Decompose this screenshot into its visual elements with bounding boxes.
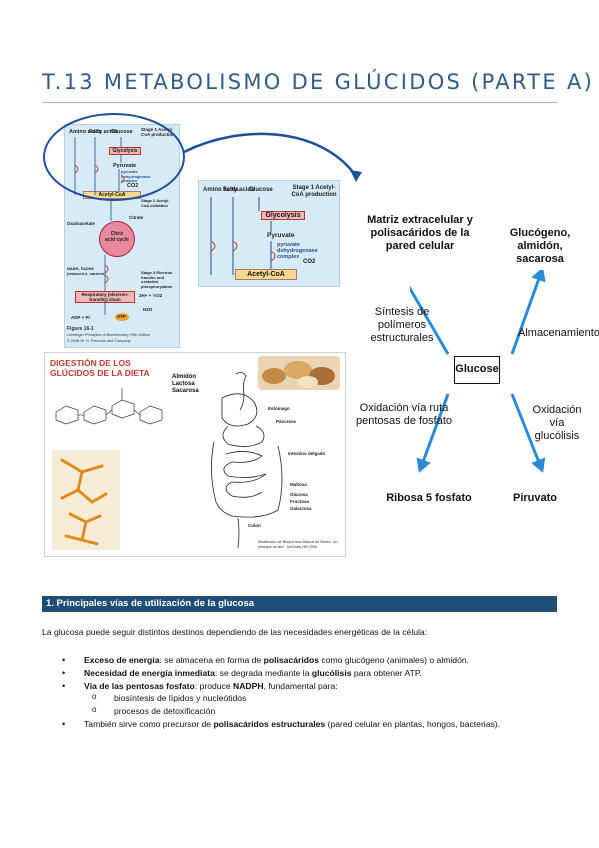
inset-label-amino-acids: Amino acids bbox=[203, 187, 239, 193]
figure-copyright: © 2008 W. H. Freeman and Company bbox=[67, 339, 131, 343]
fate-glycogen: Glucógeno, almidón, sacarosa bbox=[509, 227, 571, 265]
label-intestino: Intestino delgado bbox=[288, 451, 326, 456]
path-storage: Almacenamiento bbox=[518, 327, 599, 339]
list-item: Necesidad de energía inmediata: se degra… bbox=[62, 667, 542, 680]
figure-number: Figure 16-1 bbox=[67, 326, 94, 332]
atp-badge bbox=[115, 313, 129, 321]
label-estomago: Estómago bbox=[268, 406, 290, 411]
arrow-to-ribose-line bbox=[421, 393, 450, 463]
inset-label-pyruvate: Pyruvate bbox=[267, 232, 295, 239]
food-photo bbox=[258, 356, 340, 390]
label-respiratory-chain: Respiratory (electron-transfer) chain bbox=[75, 291, 135, 303]
glucose-node: Glucose bbox=[454, 356, 500, 384]
digestion-title-line2: GLÚCIDOS DE LA DIETA bbox=[50, 368, 150, 378]
label-stage3: Stage 3 Electron transfer and oxidative … bbox=[141, 270, 173, 289]
arrow-to-pyruvate-line bbox=[510, 393, 541, 463]
label-oxaloacetate: Oxaloacetate bbox=[67, 221, 96, 226]
inset-label-stage1: Stage 1 Acetyl-CoA production bbox=[291, 185, 337, 198]
path-pentose-phosphate: Oxidación vía ruta pentosas de fosfato bbox=[356, 402, 453, 427]
dietary-sugars-list: Almidón Lactosa Sacarosa bbox=[172, 374, 199, 395]
arrow-to-pyruvate-head bbox=[531, 457, 546, 473]
list-item: Vía de las pentosas fosfato: produce NAD… bbox=[62, 680, 542, 718]
label-pancreas: Páncreas bbox=[276, 419, 297, 424]
label-adp: ADP + Pi bbox=[71, 315, 90, 320]
inset-label-acetyl-coa: Acetyl-CoA bbox=[235, 269, 297, 280]
label-h2o: H2O bbox=[143, 307, 153, 312]
arrow-to-ribose-head bbox=[416, 457, 431, 473]
sublist-item: procesos de detoxificación bbox=[84, 704, 542, 718]
fate-extracellular-matrix: Matriz extracelular y polisacáridos de l… bbox=[367, 214, 473, 252]
digestion-credit: Modificado de Bioquímica Básica de Marks… bbox=[258, 540, 338, 549]
arrow-to-glycogen-line bbox=[510, 277, 541, 355]
arrow-to-glycogen-head bbox=[531, 270, 546, 283]
label-o2: 2H+ + ½O2 bbox=[139, 293, 163, 298]
list-item: También sirve como precursor de polisacá… bbox=[62, 718, 542, 731]
path-structural-synthesis: Síntesis de polímeros estructurales bbox=[370, 306, 434, 344]
digestion-title: DIGESTIÓN DE LOS GLÚCIDOS DE LA DIETA bbox=[50, 358, 150, 378]
label-glucosa: Glucosa bbox=[290, 492, 308, 497]
glucose-uses-list: Exceso de energía: se almacena en forma … bbox=[62, 654, 542, 731]
label-galactosa: Galactosa bbox=[290, 506, 312, 511]
label-atp: ATP bbox=[117, 314, 126, 319]
label-citric-acid-cycle: Citric acid cycle bbox=[105, 231, 129, 243]
glucose-fate-arrows bbox=[410, 270, 546, 473]
section-header-bar bbox=[42, 596, 557, 612]
figure-book: Lehninger Principles of Biochemistry, Fi… bbox=[67, 333, 151, 337]
inset-label-co2: CO2 bbox=[303, 259, 316, 265]
zoom-arrow bbox=[183, 132, 362, 182]
digestive-tract-drawing bbox=[211, 372, 283, 549]
sublist-item: biosíntesis de lípidos y nucleótidos bbox=[84, 691, 542, 705]
section-intro: La glucosa puede seguir distintos destin… bbox=[42, 627, 428, 637]
section-heading: 1. Principales vías de utilización de la… bbox=[46, 598, 255, 609]
sugar-lactosa: Lactosa bbox=[172, 381, 195, 387]
list-item: Exceso de energía: se almacena en forma … bbox=[62, 654, 542, 667]
label-stage2: Stage 2 Acetyl-CoA oxidation bbox=[141, 198, 170, 208]
inset-label-glycolysis: Glycolysis bbox=[261, 211, 305, 220]
inset-label-glucose: Glucose bbox=[249, 187, 273, 193]
label-colon: Colon bbox=[248, 523, 261, 528]
sugar-almidon: Almidón bbox=[172, 374, 196, 380]
arrow-to-matrix-line bbox=[410, 285, 450, 355]
inset-arrows bbox=[210, 197, 276, 275]
pentose-sublist: biosíntesis de lípidos y nucleótidos pro… bbox=[84, 691, 542, 718]
sugar-sacarosa: Sacarosa bbox=[172, 388, 199, 394]
fate-pyruvate: Piruvato bbox=[512, 492, 557, 504]
path-glycolysis: Oxidación vía glucólisis bbox=[532, 404, 582, 442]
stage1-enlarged-inset: Amino acids Fatty acids Glucose Stage 1 … bbox=[198, 180, 340, 287]
label-citrate: Citrate bbox=[129, 215, 144, 220]
fate-ribose: Ribosa 5 fosfato bbox=[386, 492, 472, 504]
label-nadh: NADH, FADH2 (reduced e- carriers) bbox=[67, 266, 106, 276]
label-fructosa: Fructosa bbox=[290, 499, 310, 504]
highlight-ellipse bbox=[43, 113, 185, 201]
title-divider bbox=[42, 102, 557, 103]
inset-label-pdh: pyruvate dehydrogenase complex bbox=[277, 242, 318, 260]
carbohydrate-structure-drawing bbox=[50, 382, 170, 448]
page-title: T.13 METABOLISMO DE GLÚCIDOS (PARTE A) bbox=[42, 70, 595, 94]
inset-label-fatty-acids: Fatty acids bbox=[223, 187, 255, 193]
digestion-title-line1: DIGESTIÓN DE LOS bbox=[50, 358, 131, 368]
label-maltosa: Maltosa bbox=[290, 482, 307, 487]
citric-acid-cycle-circle bbox=[99, 221, 135, 257]
glycogen-branches-image bbox=[52, 450, 120, 550]
